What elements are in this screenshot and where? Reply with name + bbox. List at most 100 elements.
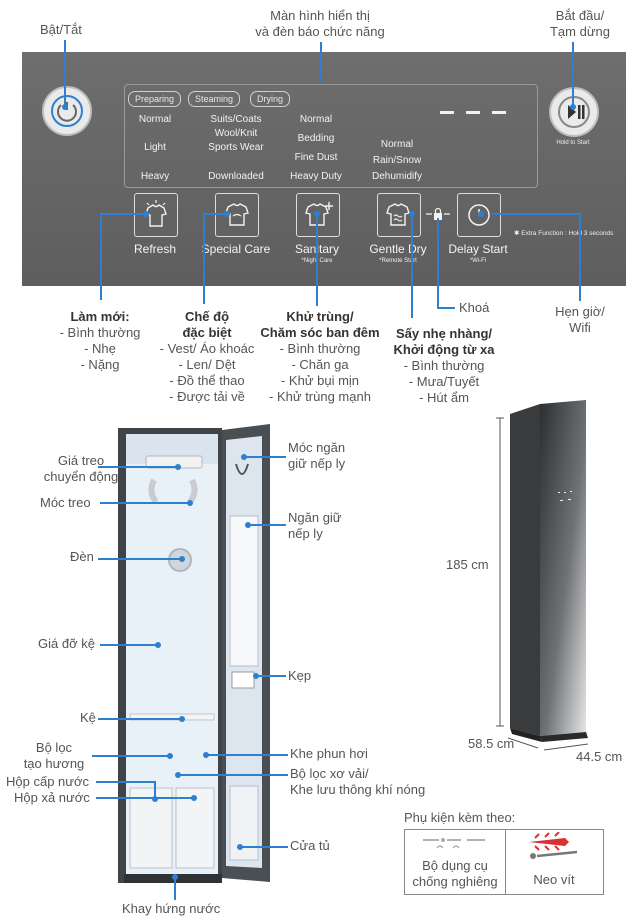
gentle-title-1: Sấy nhẹ nhàng/ [395, 326, 493, 341]
gentle-item-1: - Bình thường [403, 358, 485, 373]
part-water-drain: Hộp xả nước [14, 790, 90, 805]
clip-dot [253, 673, 259, 679]
crease-pocket-dot [245, 522, 251, 528]
refresh-normal: Normal [138, 114, 172, 125]
part-crease-hook: Móc ngăn giữ nếp ly [288, 440, 345, 472]
power-icon [51, 95, 83, 127]
part-crease-hook-2: giữ nếp ly [288, 456, 346, 471]
start-pause-button[interactable] [549, 87, 599, 137]
refresh-callout-hline [100, 213, 146, 215]
part-shelf: Kệ [80, 710, 96, 725]
refresh-label: Refresh [133, 242, 177, 256]
lock-callout-hline [437, 307, 455, 309]
water-supply-line [96, 781, 156, 783]
part-aroma-filter-1: Bộ lọc [35, 740, 73, 755]
refresh-callout-vline [100, 214, 102, 300]
delay-line-1: Hẹn giờ/ [555, 304, 605, 319]
special-sports-wear: Sports Wear [208, 142, 264, 153]
anti-tip-kit-label-1: Bộ dụng cụ [422, 858, 488, 873]
power-callout-line [64, 40, 66, 106]
shelf-holder-line [100, 644, 158, 646]
dry-normal: Normal [380, 139, 414, 150]
callout-display-line2: và đèn báo chức năng [255, 24, 385, 39]
part-crease-pocket-1: Ngăn giữ [288, 510, 342, 525]
delay-callout-hline [492, 213, 580, 215]
special-wool-knit: Wool/Knit [214, 128, 258, 139]
callout-display: Màn hình hiển thị và đèn báo chức năng [230, 8, 410, 40]
stage-drying: Drying [250, 91, 291, 107]
sanitary-heavy-duty: Heavy Duty [290, 171, 342, 182]
delay-callout-dot [478, 211, 484, 217]
delay-start-sublabel: *Wi-Fi [469, 258, 487, 264]
sanitary-item-2: - Chăn ga [291, 357, 349, 372]
part-lamp: Đèn [70, 549, 94, 564]
anti-tip-kit-label: Bộ dụng cụ chống nghiêng [405, 858, 505, 890]
sanitary-shirt-icon [305, 202, 333, 226]
dimension-width: 44.5 cm [576, 749, 623, 764]
callout-display-line1: Màn hình hiển thị [270, 8, 370, 23]
stage-steaming: Steaming [188, 91, 241, 107]
aroma-line [92, 755, 170, 757]
part-door: Cửa tủ [290, 838, 330, 853]
display-callout-line [320, 42, 322, 82]
sanitary-button[interactable] [296, 193, 340, 237]
refresh-title: Làm mới: [70, 309, 130, 324]
clip-line [256, 675, 286, 677]
stage-preparing: Preparing [128, 91, 182, 107]
gentle-dry-label: Gentle Dry [369, 242, 427, 256]
gentle-item-3: - Hút ẩm [419, 390, 469, 405]
time-digit-3 [492, 111, 506, 114]
special-callout-vline [203, 214, 205, 304]
refresh-item-3: - Nặng [80, 357, 120, 372]
anti-tip-kit-label-2: chống nghiêng [412, 874, 498, 889]
part-lint-filter: Bộ lọc xơ vải/ Khe lưu thông khí nóng [290, 766, 425, 798]
special-title-1: Chế độ [184, 309, 230, 324]
part-lint-filter-1: Bộ lọc xơ vải/ [290, 766, 369, 781]
sanitary-item-1: - Bình thường [279, 341, 361, 356]
gentle-dry-button[interactable] [377, 193, 421, 237]
part-aroma-filter: Bộ lọc tạo hương [16, 740, 92, 772]
sanitary-callout-line [316, 214, 318, 306]
part-moving-hanger-1: Giá treo [57, 453, 105, 468]
delay-description: Hẹn giờ/ Wifi [546, 304, 614, 336]
aroma-dot [167, 753, 173, 759]
time-digit-2 [466, 111, 480, 114]
time-digit-1 [440, 111, 454, 114]
dimension-height: 185 cm [446, 557, 489, 572]
special-description: Chế độ đặc biệt - Vest/ Áo khoác - Len/ … [150, 309, 264, 405]
hold-to-start-label: Hold to Start [556, 140, 590, 146]
delay-line-2: Wifi [569, 320, 591, 335]
hanger-line [98, 466, 178, 468]
special-item-3: - Đồ thể thao [169, 373, 245, 388]
anchor-screw-icon [529, 832, 578, 859]
refresh-light: Light [144, 142, 166, 153]
refresh-item-2: - Nhẹ [84, 341, 116, 356]
part-shelf-holder: Giá đỡ kệ [38, 636, 95, 651]
gentle-title-2: Khởi động từ xa [393, 342, 495, 357]
special-item-4: - Được tải về [169, 389, 245, 404]
lamp-line [98, 558, 182, 560]
lock-icon [426, 207, 450, 220]
refresh-item-1: - Bình thường [59, 325, 141, 340]
open-cabinet-drawing [118, 424, 270, 883]
crease-pocket-line [248, 524, 286, 526]
anti-tip-kit-icon [423, 838, 485, 849]
part-water-supply: Hộp cấp nước [6, 774, 89, 789]
lock-callout-vline [437, 218, 439, 308]
water-drain-line [96, 797, 194, 799]
power-button[interactable] [42, 86, 92, 136]
steam-nozzle-dot [203, 752, 209, 758]
special-downloaded: Downloaded [208, 171, 264, 182]
part-moving-hanger: Giá treo chuyển động [36, 453, 126, 485]
callout-start-line2: Tạm dừng [549, 24, 610, 39]
special-care-button[interactable] [215, 193, 259, 237]
shelf-line [98, 718, 182, 720]
lamp-dot [179, 556, 185, 562]
part-moving-hanger-2: chuyển động [43, 469, 119, 484]
refresh-button[interactable] [134, 193, 178, 237]
hook-dot [187, 500, 193, 506]
special-care-label: Special Care [201, 242, 271, 256]
gentle-dry-shirt-icon [386, 203, 410, 226]
start-callout-dot [570, 104, 576, 110]
shelf-dot [179, 716, 185, 722]
